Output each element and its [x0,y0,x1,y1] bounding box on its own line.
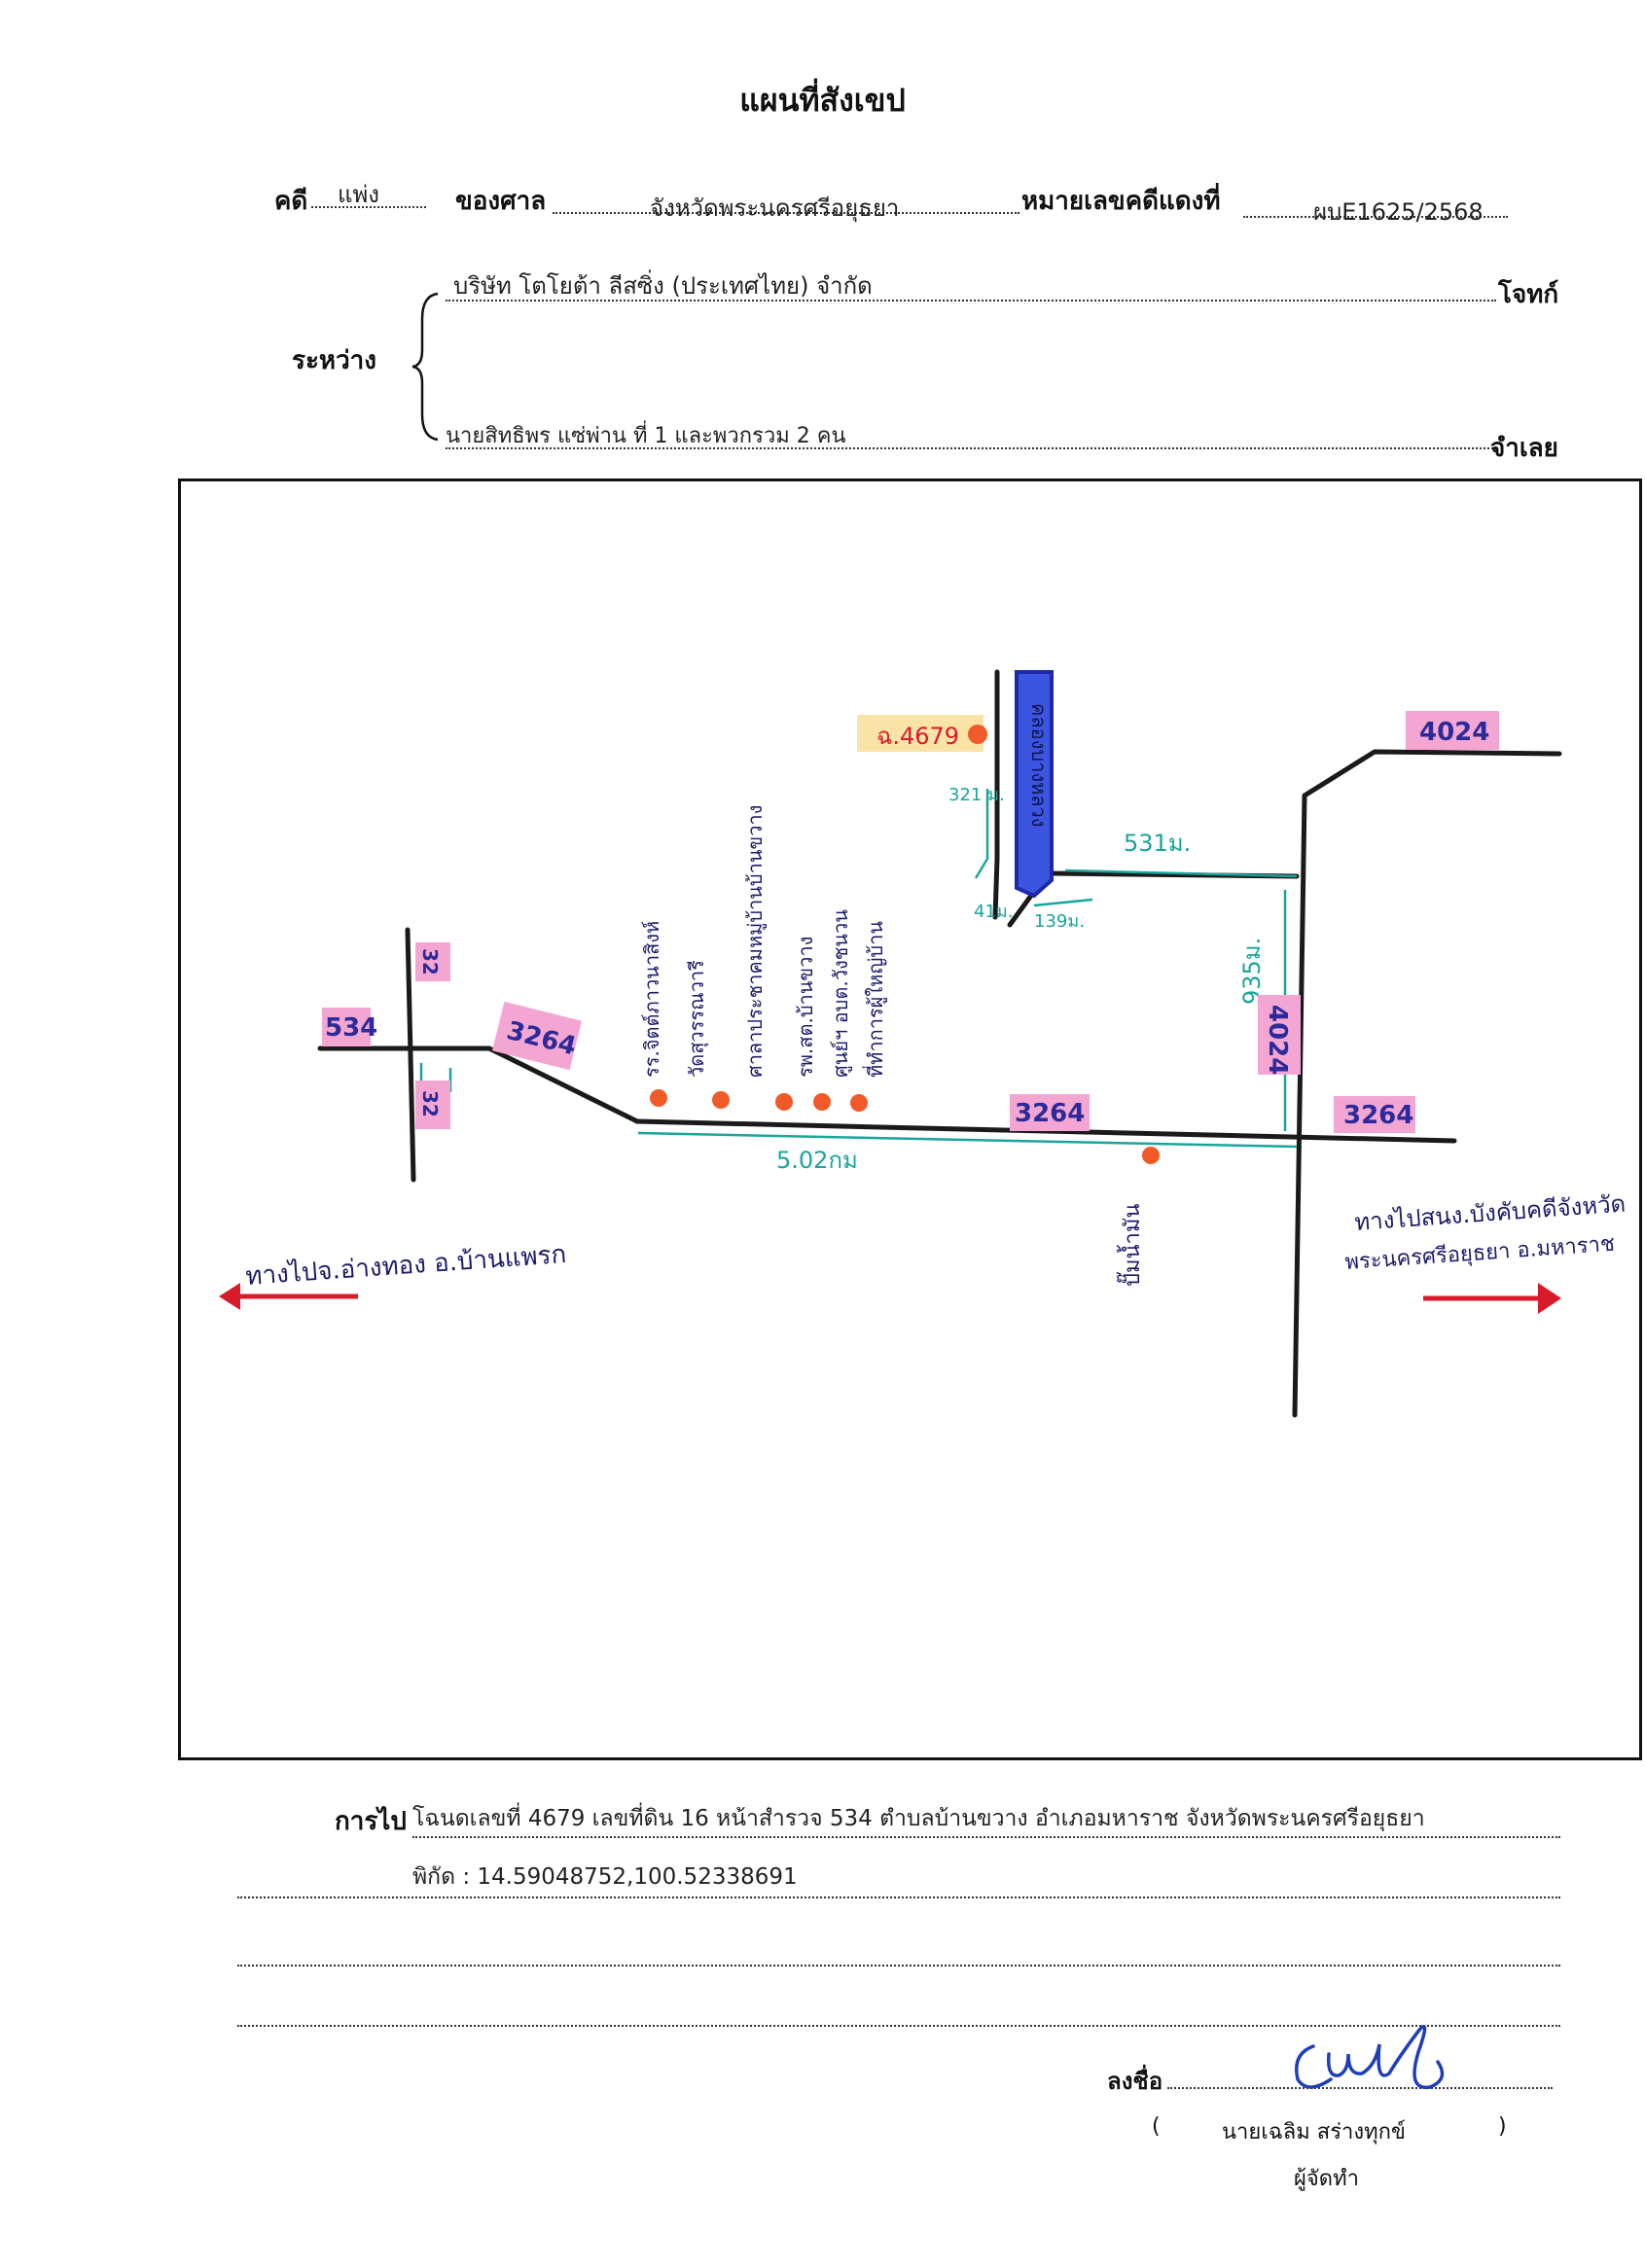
pump-label: ปั๊มน้ำมัน [1116,1204,1145,1287]
distance-41: 41ม. [974,902,1014,922]
marker-hall [775,1093,793,1111]
signer-role: ผู้จัดทำ [1294,2167,1359,2191]
defendant-name: นายสิทธิพร แซ่พ่าน ที่ 1 และพวกรวม 2 คน [446,424,846,448]
sign-dots [1167,2087,1553,2089]
signer-close-paren: ) [1498,2114,1507,2139]
road-parcel [992,669,1300,928]
road-side [405,927,416,1183]
route-label: การไป [335,1807,407,1836]
page-title: แผนที่สังเขป [739,82,906,119]
canal: คลองบางหลวง [1015,670,1054,899]
case-label: คดี [274,187,308,216]
coordinates: พิกัด : 14.59048752,100.52338691 [412,1864,798,1890]
red-case-number: ผบE1625/2568 [1313,198,1484,226]
canal-label: คลองบางหลวง [1027,703,1051,828]
distance-main: 5.02กม [776,1147,858,1174]
map-frame: คลองบางหลวง 5.02กม 531ม. 935ม. 321 ม. 41… [178,478,1642,1760]
landmark-4: ศูนย์ฯ อบต.วังชนวน [829,909,853,1078]
defendant-dots [446,447,1496,449]
marker-center [850,1094,868,1112]
arrow-left-icon [219,1283,240,1310]
signature-image [1295,2025,1445,2090]
plaintiff-name: บริษัท โตโยต้า ลีสซิ่ง (ประเทศไทย) จำกัด [453,272,873,300]
route-text: โฉนดเลขที่ 4679 เลขที่ดิน 16 หน้าสำรวจ 5… [412,1806,1425,1831]
signer-open-paren: ( [1152,2114,1161,2139]
red-case-label: หมายเลขคดีแดงที่ [1021,187,1221,216]
road-label-3264-b: 3264 [1015,1099,1085,1128]
right-direction-label-2: พระนครศรีอยุธยา อ.มหาราช [1344,1232,1616,1275]
plaintiff-dots [446,300,1496,301]
distance-935: 935ม. [1238,938,1266,1005]
right-direction: ทางไปสนง.บังคับคดีจังหวัด พระนครศรีอยุธย… [1344,1190,1627,1314]
right-direction-label-1: ทางไปสนง.บังคับคดีจังหวัด [1353,1190,1627,1236]
deed-label: ฉ.4679 [876,723,959,750]
line-dots-3 [237,2025,1560,2027]
landmark-5: ที่ทำการผู้ใหญ่บ้าน [862,921,888,1078]
landmark-0: รร.จิตต์ภาวนาสิงห์ [640,921,663,1078]
road-label-side-top: 32 [418,948,442,975]
distance-321: 321 ม. [948,785,1005,805]
left-direction: ทางไปจ.อ่างทอง อ.บ้านแพรก [219,1239,567,1310]
signer-name: นายเฉลิม สร่างทุกข์ [1222,2120,1406,2144]
landmark-2: ศาลาประชาคมหมู่บ้านบ้านขวาง [743,805,768,1078]
route-dots [412,1836,1560,1838]
map-svg: คลองบางหลวง 5.02กม 531ม. 935ม. 321 ม. 41… [219,669,1627,1418]
marker-school [650,1089,667,1107]
road-label-4024-top: 4024 [1419,718,1489,747]
case-dots [311,206,426,208]
distance-139: 139ม. [1034,911,1085,932]
road-4024 [1292,749,1562,1418]
landmark-1: วัดสุวรรณวารี [685,960,709,1078]
court-dots [553,212,1019,214]
road-label-534: 534 [325,1013,377,1043]
road-label-3264-c: 3264 [1343,1101,1413,1130]
court-name: จังหวัดพระนครศรีอยุธยา [650,195,900,222]
line-dots-2 [237,1965,1560,1967]
distance-531: 531ม. [1124,830,1191,857]
marker-temple [712,1091,730,1109]
court-label: ของศาล [455,187,547,216]
case-type: แพ่ง [338,181,380,208]
between-label: ระหว่าง [292,346,376,375]
line-dots-1 [237,1896,1560,1898]
arrow-right-icon [1538,1283,1561,1314]
left-direction-label: ทางไปจ.อ่างทอง อ.บ้านแพรก [244,1239,567,1292]
marker-pump [1142,1147,1160,1164]
deed-marker: ฉ.4679 [857,715,987,752]
sign-label: ลงชื่อ [1107,2068,1163,2095]
road-label-side-bottom: 32 [418,1090,442,1117]
brace-icon [411,292,439,442]
marker-hospital [813,1093,831,1111]
landmark-3: รพ.สต.บ้านขวาง [794,937,817,1078]
road-534 [317,1045,640,1124]
road-label-4024-mid: 4024 [1263,1005,1292,1075]
red-case-dots [1243,216,1508,218]
defendant-role: จำเลย [1490,434,1558,463]
plaintiff-role: โจทก์ [1498,280,1559,309]
